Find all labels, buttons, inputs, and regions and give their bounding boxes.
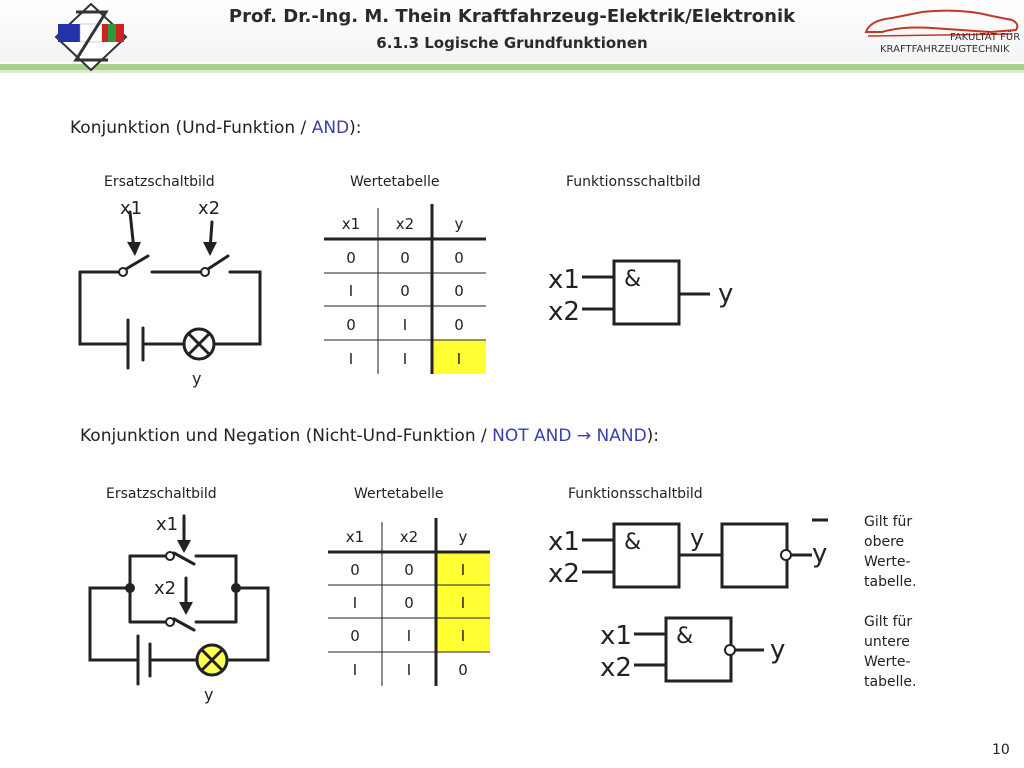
- nand-upper-intermediate: y: [690, 524, 704, 552]
- nand-gate-lower: & x1 x2 y: [600, 616, 785, 683]
- nand-switch-label-2: x2: [154, 578, 176, 599]
- and-table-cell: I: [349, 282, 353, 300]
- note-lower-line: Gilt für: [864, 614, 913, 630]
- and-gate-symbol: & x1 x2 y: [548, 259, 733, 327]
- note-lower-line: tabelle.: [864, 674, 917, 690]
- and-table-cell: I: [457, 350, 461, 368]
- and-table-caption: Wertetabelle: [350, 174, 440, 190]
- and-gate-input-2: x2: [548, 297, 580, 327]
- and-truth-table: x1 x2 y 0 0 0 I 0 0 0 I 0 I I I: [324, 204, 486, 374]
- nand-gate-caption: Funktionsschaltbild: [568, 486, 703, 502]
- nand-circuit-caption: Ersatzschaltbild: [106, 486, 217, 502]
- nand-table-cell: 0: [404, 594, 414, 612]
- note-upper-table: Gilt für obere Werte- tabelle.: [864, 512, 916, 592]
- and-table-cell: 0: [346, 316, 356, 334]
- nand-heading: Konjunktion und Negation (Nicht-Und-Funk…: [80, 426, 659, 446]
- note-upper-line: Werte-: [864, 554, 911, 570]
- note-upper-line: obere: [864, 534, 905, 550]
- university-logo: [54, 2, 128, 72]
- nand-truth-table: x1 x2 y 0 0 I I 0 I 0 I I I I 0: [328, 518, 490, 686]
- and-table-cell: I: [403, 316, 407, 334]
- and-table-header-x1: x1: [342, 215, 360, 233]
- and-heading-prefix: Konjunktion (Und-Funktion /: [70, 118, 312, 138]
- nand-switch-label-1: x1: [156, 514, 178, 535]
- nand-table-cell: 0: [350, 627, 360, 645]
- and-switch-label-2: x2: [198, 198, 220, 219]
- faculty-line-2: KRAFTFAHRZEUGTECHNIK: [880, 44, 1010, 55]
- note-lower-table: Gilt für untere Werte- tabelle.: [864, 612, 916, 692]
- and-table-cell: 0: [454, 316, 464, 334]
- and-table-highlight: [432, 340, 486, 374]
- nand-table-header-x2: x2: [400, 528, 418, 546]
- faculty-logo: FAKULTÄT FÜR KRAFTFAHRZEUGTECHNIK: [864, 9, 1020, 55]
- and-table-cell: 0: [400, 249, 410, 267]
- nand-table-cell: I: [353, 661, 357, 679]
- and-table-cell: 0: [346, 249, 356, 267]
- nand-heading-suffix: ):: [646, 426, 660, 446]
- note-upper-line: Gilt für: [864, 514, 913, 530]
- and-gate-input-1: x1: [548, 265, 580, 295]
- and-heading-accent: AND: [311, 118, 350, 138]
- and-heading-suffix: ):: [349, 118, 362, 138]
- faculty-line-1: FAKULTÄT FÜR: [950, 30, 1020, 43]
- header-divider-light: [0, 70, 1024, 73]
- nand-table-header-y: y: [459, 528, 468, 546]
- nand-heading-prefix: Konjunktion und Negation (Nicht-Und-Funk…: [80, 426, 493, 446]
- note-lower-line: untere: [864, 634, 910, 650]
- and-circuit-caption: Ersatzschaltbild: [104, 174, 215, 190]
- note-upper-line: tabelle.: [864, 574, 917, 590]
- nand-table-header-x1: x1: [346, 528, 364, 546]
- nand-table-cell: I: [407, 661, 411, 679]
- nand-upper-input-2: x2: [548, 559, 580, 589]
- note-lower-line: Werte-: [864, 654, 911, 670]
- and-table-cell: 0: [454, 282, 464, 300]
- and-switch-label-1: x1: [120, 198, 142, 219]
- page-title: Prof. Dr.-Ing. M. Thein Kraftfahrzeug-El…: [228, 6, 796, 27]
- and-heading: Konjunktion (Und-Funktion / AND):: [70, 118, 362, 138]
- nand-table-cell: 0: [350, 561, 360, 579]
- header-divider: [0, 64, 1024, 70]
- and-table-cell: I: [349, 350, 353, 368]
- nand-lower-ampersand: &: [676, 624, 693, 649]
- and-table-cell: I: [403, 350, 407, 368]
- nand-gate-upper: & x1 x2 y y: [548, 518, 828, 589]
- and-gate-output: y: [718, 279, 733, 309]
- nand-lamp-label: y: [204, 685, 213, 704]
- header-bar: [0, 0, 1024, 62]
- and-table-cell: 0: [454, 249, 464, 267]
- page-number: 10: [992, 742, 1010, 758]
- and-table-header-y: y: [455, 215, 464, 233]
- nand-table-cell: I: [461, 627, 465, 645]
- nand-table-cell: I: [461, 561, 465, 579]
- and-circuit-diagram: x1 x2 y: [78, 198, 262, 388]
- nand-circuit-diagram: x1 x2 y: [88, 514, 270, 704]
- nand-table-caption: Wertetabelle: [354, 486, 444, 502]
- and-gate-ampersand: &: [624, 267, 641, 292]
- nand-upper-ampersand: &: [624, 530, 641, 555]
- and-lamp-label: y: [192, 369, 201, 388]
- and-gate-caption: Funktionsschaltbild: [566, 174, 701, 190]
- and-table-cell: 0: [400, 282, 410, 300]
- and-table-header-x2: x2: [396, 215, 414, 233]
- nand-lower-input-1: x1: [600, 621, 632, 651]
- nand-lower-input-2: x2: [600, 653, 632, 683]
- nand-heading-accent: NOT AND → NAND: [492, 426, 647, 446]
- nand-table-cell: I: [461, 594, 465, 612]
- nand-upper-output: y: [812, 539, 827, 569]
- page-subtitle: 6.1.3 Logische Grundfunktionen: [376, 34, 648, 52]
- nand-table-cell: I: [353, 594, 357, 612]
- nand-upper-input-1: x1: [548, 527, 580, 557]
- nand-table-highlight: [436, 552, 490, 652]
- nand-table-cell: I: [407, 627, 411, 645]
- nand-table-cell: 0: [404, 561, 414, 579]
- nand-lower-output: y: [770, 635, 785, 665]
- nand-table-cell: 0: [458, 661, 468, 679]
